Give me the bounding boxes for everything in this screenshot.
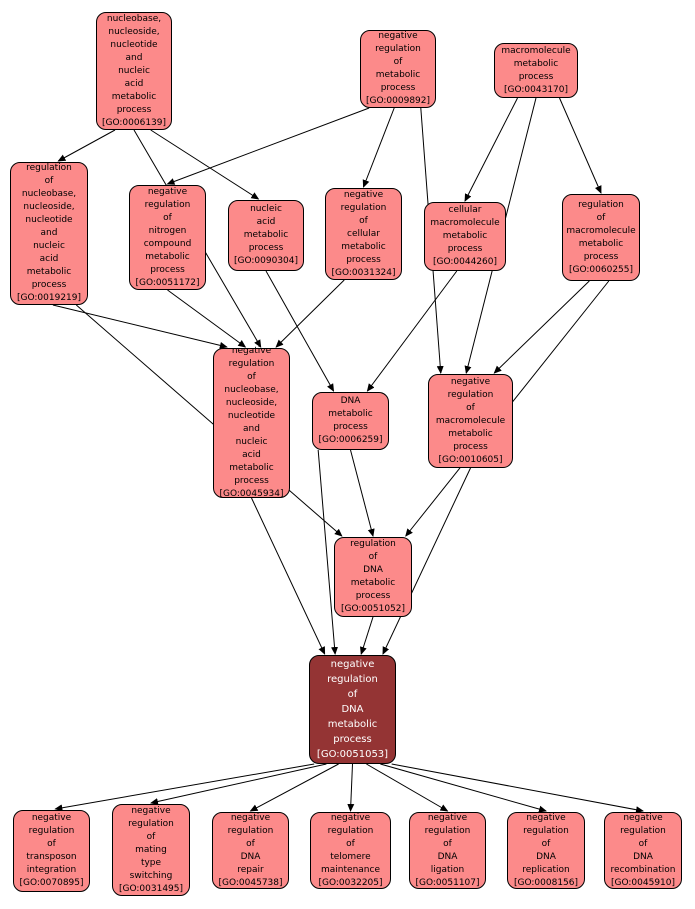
- go-term-label: negative regulation of DNA replication […: [513, 812, 579, 888]
- go-term-node[interactable]: macromolecule metabolic process [GO:0043…: [494, 43, 578, 98]
- relation-edge: [347, 763, 355, 812]
- go-term-node[interactable]: negative regulation of DNA ligation [GO:…: [409, 812, 486, 889]
- relation-edge: [150, 129, 260, 200]
- relation-edge: [317, 449, 339, 655]
- go-term-label: negative regulation of mating type switc…: [118, 805, 184, 894]
- relation-edge: [265, 270, 335, 392]
- relation-edge: [52, 304, 228, 349]
- relation-edge: [57, 129, 116, 162]
- go-term-label: negative regulation of macromolecule met…: [435, 376, 506, 465]
- relation-edge: [493, 280, 590, 374]
- go-term-node[interactable]: regulation of nucleobase, nucleoside, nu…: [10, 162, 88, 305]
- relation-edge: [150, 763, 327, 805]
- go-term-label: negative regulation of DNA metabolic pro…: [316, 659, 389, 760]
- go-term-node[interactable]: cellular macromolecule metabolic process…: [424, 202, 506, 271]
- go-term-label: macromolecule metabolic process [GO:0043…: [501, 45, 571, 95]
- relation-edge: [275, 279, 345, 348]
- go-term-label: negative regulation of cellular metaboli…: [331, 189, 396, 278]
- go-term-node[interactable]: negative regulation of DNA recombination…: [604, 812, 682, 889]
- go-term-label: cellular macromolecule metabolic process…: [430, 205, 500, 267]
- go-term-label: nucleobase, nucleoside, nucleotide and n…: [101, 13, 167, 128]
- go-term-label: DNA metabolic process [GO:0006259]: [318, 396, 383, 445]
- go-term-label: regulation of macromolecule metabolic pr…: [566, 199, 636, 275]
- go-term-label: negative regulation of telomere maintena…: [318, 812, 383, 888]
- go-term-label: negative regulation of DNA repair [GO:00…: [218, 812, 283, 888]
- go-term-label: regulation of nucleobase, nucleoside, nu…: [16, 163, 82, 303]
- go-term-node[interactable]: negative regulation of macromolecule met…: [428, 374, 513, 468]
- go-term-label: regulation of DNA metabolic process [GO:…: [340, 539, 406, 614]
- relation-edge: [559, 97, 602, 194]
- go-term-node[interactable]: DNA metabolic process [GO:0006259]: [312, 392, 389, 450]
- go-term-label: nucleic acid metabolic process [GO:00903…: [233, 204, 299, 266]
- go-term-node-focus[interactable]: negative regulation of DNA metabolic pro…: [309, 655, 396, 764]
- go-term-node[interactable]: negative regulation of cellular metaboli…: [325, 188, 402, 280]
- go-term-node[interactable]: negative regulation of metabolic process…: [360, 30, 436, 108]
- relation-edge: [350, 449, 375, 537]
- relation-edge: [391, 763, 644, 814]
- go-term-label: negative regulation of metabolic process…: [365, 31, 431, 106]
- relation-edge: [380, 763, 547, 813]
- go-term-node[interactable]: negative regulation of telomere maintena…: [310, 812, 391, 889]
- go-term-node[interactable]: negative regulation of nucleobase, nucle…: [213, 346, 290, 499]
- go-term-node[interactable]: nucleobase, nucleoside, nucleotide and n…: [96, 12, 172, 130]
- relation-edge: [251, 497, 326, 655]
- relation-edge: [359, 616, 374, 655]
- relation-edge: [382, 467, 471, 655]
- relation-edge: [366, 270, 458, 392]
- edge-group: [52, 97, 644, 814]
- relation-edge: [167, 289, 247, 348]
- go-term-node[interactable]: negative regulation of DNA replication […: [507, 812, 585, 889]
- relation-edge: [249, 763, 339, 812]
- go-term-node[interactable]: regulation of DNA metabolic process [GO:…: [334, 537, 412, 617]
- relation-edge: [366, 763, 449, 812]
- go-term-node[interactable]: negative regulation of mating type switc…: [112, 804, 190, 896]
- relation-edge: [362, 107, 395, 188]
- go-term-label: negative regulation of DNA recombination…: [610, 812, 676, 888]
- relation-edge: [464, 97, 518, 202]
- go-term-label: negative regulation of DNA ligation [GO:…: [415, 812, 480, 888]
- go-term-label: negative regulation of transposon integr…: [19, 813, 84, 888]
- go-term-node[interactable]: nucleic acid metabolic process [GO:00903…: [228, 200, 304, 271]
- go-term-node[interactable]: negative regulation of transposon integr…: [13, 810, 90, 892]
- go-term-label: negative regulation of nitrogen compound…: [135, 186, 200, 288]
- go-term-node[interactable]: negative regulation of DNA repair [GO:00…: [212, 812, 289, 889]
- go-term-label: negative regulation of nucleobase, nucle…: [219, 346, 284, 499]
- go-term-node[interactable]: regulation of macromolecule metabolic pr…: [562, 194, 640, 281]
- relation-edge: [54, 763, 315, 812]
- go-term-node[interactable]: negative regulation of nitrogen compound…: [129, 185, 206, 290]
- relation-edge: [75, 304, 343, 537]
- relation-edge: [166, 107, 370, 185]
